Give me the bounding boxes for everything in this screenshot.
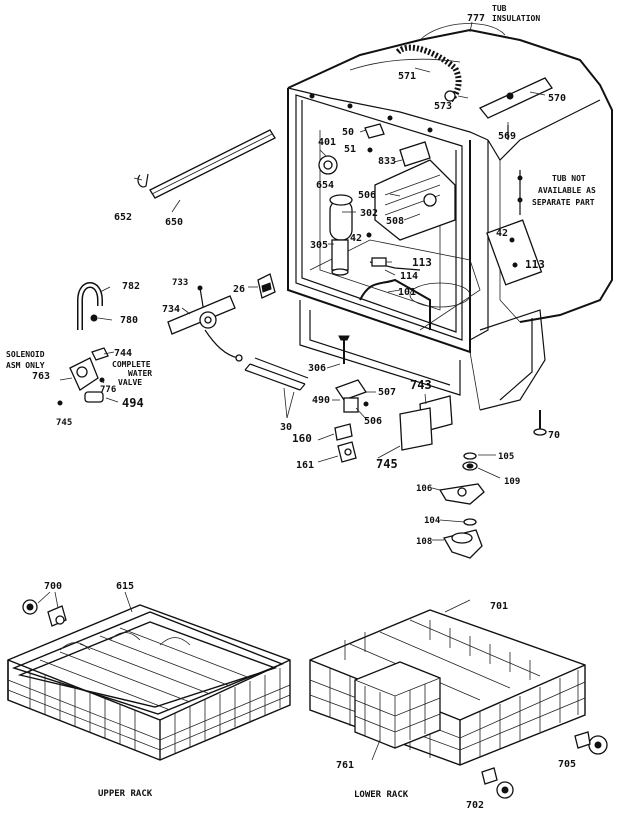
label-105: 105: [498, 452, 514, 462]
upper-rack: [7, 591, 291, 761]
label-solenoid-line2: ASM ONLY: [6, 361, 45, 370]
heating-element-30: [244, 357, 309, 419]
label-401: 401: [318, 137, 336, 148]
label-506-lower: 506: [364, 416, 382, 427]
screw-70: [533, 410, 547, 436]
label-761: 761: [336, 760, 354, 771]
label-113-side: 113: [525, 258, 545, 271]
label-615: 615: [116, 581, 134, 592]
door-seal-650: [137, 129, 276, 199]
label-701: 701: [490, 601, 508, 612]
label-26: 26: [233, 284, 245, 295]
label-650: 650: [165, 217, 183, 228]
label-160: 160: [292, 432, 312, 445]
label-777: 777: [467, 13, 485, 24]
label-507: 507: [378, 387, 396, 398]
label-570: 570: [548, 93, 566, 104]
label-tub-note-line3: SEPARATE PART: [532, 198, 595, 207]
water-valve-assembly: [57, 347, 109, 406]
label-702: 702: [466, 800, 484, 811]
label-161: 161: [296, 460, 314, 471]
label-494: 494: [122, 396, 144, 410]
wire-harness-734: [167, 285, 243, 362]
label-506-upper: 506: [358, 190, 376, 201]
pump-parts: [438, 452, 485, 559]
control-parts-lower: [334, 379, 369, 463]
hose-782: [77, 282, 103, 330]
label-490: 490: [312, 395, 330, 406]
plates-743-745: [399, 395, 453, 451]
label-solenoid-line1: SOLENOID: [6, 350, 45, 359]
label-705: 705: [558, 759, 576, 770]
label-573: 573: [434, 101, 452, 112]
interior-parts: [318, 123, 518, 330]
label-569: 569: [498, 131, 516, 142]
label-734: 734: [162, 304, 180, 315]
label-lower-rack: LOWER RACK: [354, 790, 409, 800]
label-42-inner: 42: [350, 233, 362, 244]
part-labels: 777 TUB INSULATION 571 573 570 569 401 5…: [6, 4, 596, 811]
lower-rack: [309, 599, 608, 799]
label-571: 571: [398, 71, 416, 82]
label-744: 744: [114, 348, 132, 359]
label-113-inner: 113: [412, 256, 432, 269]
tub-assembly: [287, 23, 613, 411]
fill-hose-571: [395, 44, 462, 103]
label-complete-line3: VALVE: [118, 378, 142, 387]
bracket-26: [257, 273, 276, 299]
label-302: 302: [360, 208, 378, 219]
label-tub-insulation-line2: INSULATION: [492, 14, 540, 23]
label-776: 776: [100, 385, 116, 395]
label-508: 508: [386, 216, 404, 227]
label-654: 654: [316, 180, 334, 191]
label-745-valve: 745: [56, 418, 72, 428]
label-652: 652: [114, 212, 132, 223]
label-108: 108: [416, 537, 432, 547]
label-101: 101: [398, 287, 416, 298]
label-763: 763: [32, 371, 50, 382]
label-700: 700: [44, 581, 62, 592]
label-70: 70: [548, 430, 560, 441]
label-upper-rack: UPPER RACK: [98, 789, 153, 799]
label-305: 305: [310, 240, 328, 251]
label-complete-line1: COMPLETE: [112, 360, 151, 369]
label-51: 51: [344, 144, 356, 155]
label-782: 782: [122, 281, 140, 292]
label-780: 780: [120, 315, 138, 326]
label-tub-note-line1: TUB NOT: [552, 174, 586, 183]
label-106: 106: [416, 484, 432, 494]
label-306: 306: [308, 363, 326, 374]
label-50: 50: [342, 127, 354, 138]
label-833: 833: [378, 156, 396, 167]
label-104: 104: [424, 516, 441, 526]
label-tub-insulation-line1: TUB: [492, 4, 507, 13]
label-42-side: 42: [496, 228, 508, 239]
label-30: 30: [280, 422, 292, 433]
label-109: 109: [504, 477, 520, 487]
label-tub-note-line2: AVAILABLE AS: [538, 186, 596, 195]
bracket-570: [478, 77, 553, 140]
label-743: 743: [410, 378, 432, 392]
leader-lines: [59, 21, 546, 541]
label-114: 114: [400, 271, 418, 282]
label-733: 733: [172, 278, 188, 288]
label-745-plate: 745: [376, 457, 398, 471]
label-complete-line2: WATER: [128, 369, 152, 378]
screw-306: [338, 335, 350, 364]
